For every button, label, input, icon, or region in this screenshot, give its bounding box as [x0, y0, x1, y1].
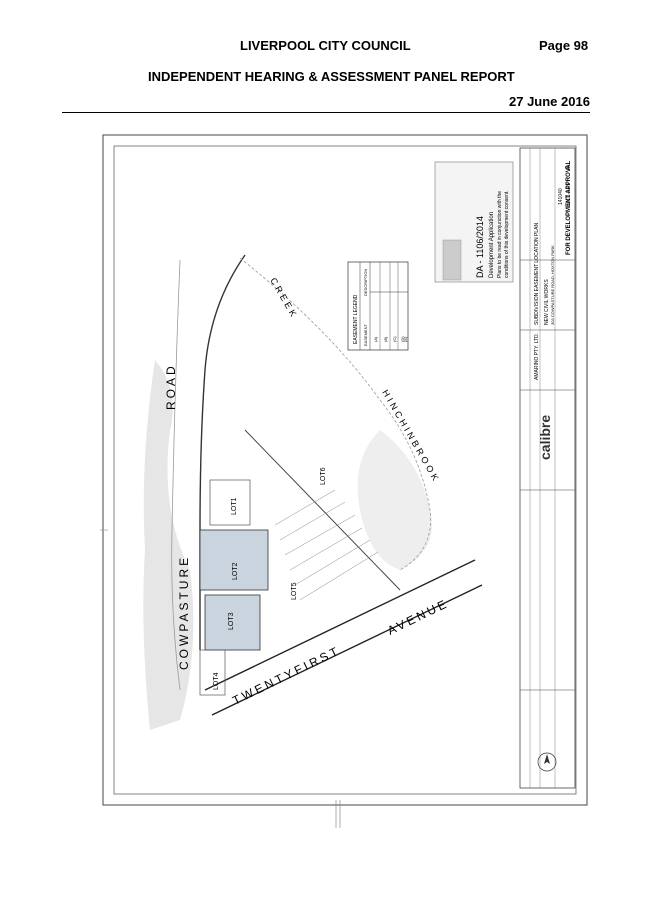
- lot-4-area: [199, 649, 226, 696]
- easement-legend-row-a: (A): [373, 336, 378, 342]
- report-date: 27 June 2016: [509, 94, 590, 109]
- creek-line: [239, 257, 432, 571]
- north-arrow-icon: [537, 752, 557, 772]
- title-block-revision: A: [565, 165, 572, 170]
- twentyfirst-avenue-edge-south: [211, 584, 483, 716]
- easement-legend-row-e: (E): [403, 336, 408, 342]
- stamp-line-1: Development Application: [489, 212, 495, 278]
- lot-label-1: LOT1: [231, 497, 238, 515]
- road-label-avenue: AVENUE: [385, 596, 451, 638]
- stamp-line-2: Plans to be read in conjunction with the: [497, 191, 503, 278]
- title-block-drawing: SUBDIVISION EASEMENT LOCATION PLAN: [534, 223, 540, 325]
- easement-legend: EASEMENT LEGEND EASEMENT DESCRIPTION (A)…: [347, 261, 409, 351]
- lot-2-area: [199, 529, 269, 591]
- easement-legend-row-d: (D): [400, 336, 405, 342]
- title-block-status: FOR DEVELOPMENT APPROVAL: [566, 160, 572, 255]
- stamp-line-3: conditions of this development consent.: [504, 190, 510, 278]
- lot-label-2: LOT2: [232, 562, 239, 580]
- site-east-boundary: [244, 429, 401, 591]
- lot-label-4: LOT4: [213, 672, 220, 690]
- title-block: FOR DEVELOPMENT APPROVAL SUBDIVISION EAS…: [519, 147, 576, 789]
- easement-legend-row-c: (C): [392, 336, 397, 342]
- title-block-client: AMARINO PTY. LTD.: [534, 333, 540, 380]
- stamp-da-reference: DA - 1106/2014: [475, 216, 485, 278]
- approval-stamp: DA - 1106/2014 Development Application P…: [434, 161, 514, 283]
- report-subtitle: INDEPENDENT HEARING & ASSESSMENT PANEL R…: [148, 69, 515, 84]
- plan-outer-border: [102, 134, 588, 806]
- cowpasture-road-edge: [171, 259, 181, 691]
- creek-label-creek: CREEK: [268, 276, 300, 321]
- easement-legend-col-easement: EASEMENT: [363, 323, 368, 346]
- vegetation-patch-west: [143, 360, 194, 730]
- page-number: Page 98: [539, 38, 589, 53]
- site-plan-drawing: COWPASTURE ROAD TWENTYFIRST AVENUE HINCH…: [100, 134, 588, 828]
- plan-inner-border: [113, 145, 577, 795]
- parking-bays: [274, 489, 379, 601]
- report-org-title: LIVERPOOL CITY COUNCIL: [240, 38, 411, 53]
- road-label-road: ROAD: [164, 363, 178, 410]
- lot-label-3: LOT3: [228, 612, 235, 630]
- easement-legend-col-description: DESCRIPTION: [363, 269, 368, 296]
- lot-1-area: [209, 479, 251, 526]
- easement-legend-row-b: (B): [383, 336, 388, 342]
- title-block-drawing-no: 141040: [558, 188, 564, 205]
- twentyfirst-avenue-edge-north: [204, 559, 476, 691]
- vegetation-patch-east: [357, 430, 432, 570]
- title-block-sheet: MC1-5-01: [566, 183, 572, 205]
- cowpasture-road-boundary: [199, 254, 246, 650]
- road-label-twentyfirst: TWENTYFIRST: [230, 643, 342, 707]
- lot-label-5: LOT5: [291, 582, 298, 600]
- road-label-cowpasture: COWPASTURE: [177, 555, 191, 670]
- lot-label-6: LOT6: [320, 467, 327, 485]
- council-seal: [442, 239, 462, 281]
- lot-3-area: [204, 594, 261, 651]
- easement-legend-title: EASEMENT LEGEND: [353, 294, 359, 344]
- title-block-project: NEW CIVIL WORKS: [544, 279, 550, 325]
- calibre-logo: calibre: [537, 415, 553, 460]
- header-divider: [62, 112, 590, 113]
- title-block-address: 303 COWPASTURE ROAD, HOXTON PARK: [550, 245, 555, 325]
